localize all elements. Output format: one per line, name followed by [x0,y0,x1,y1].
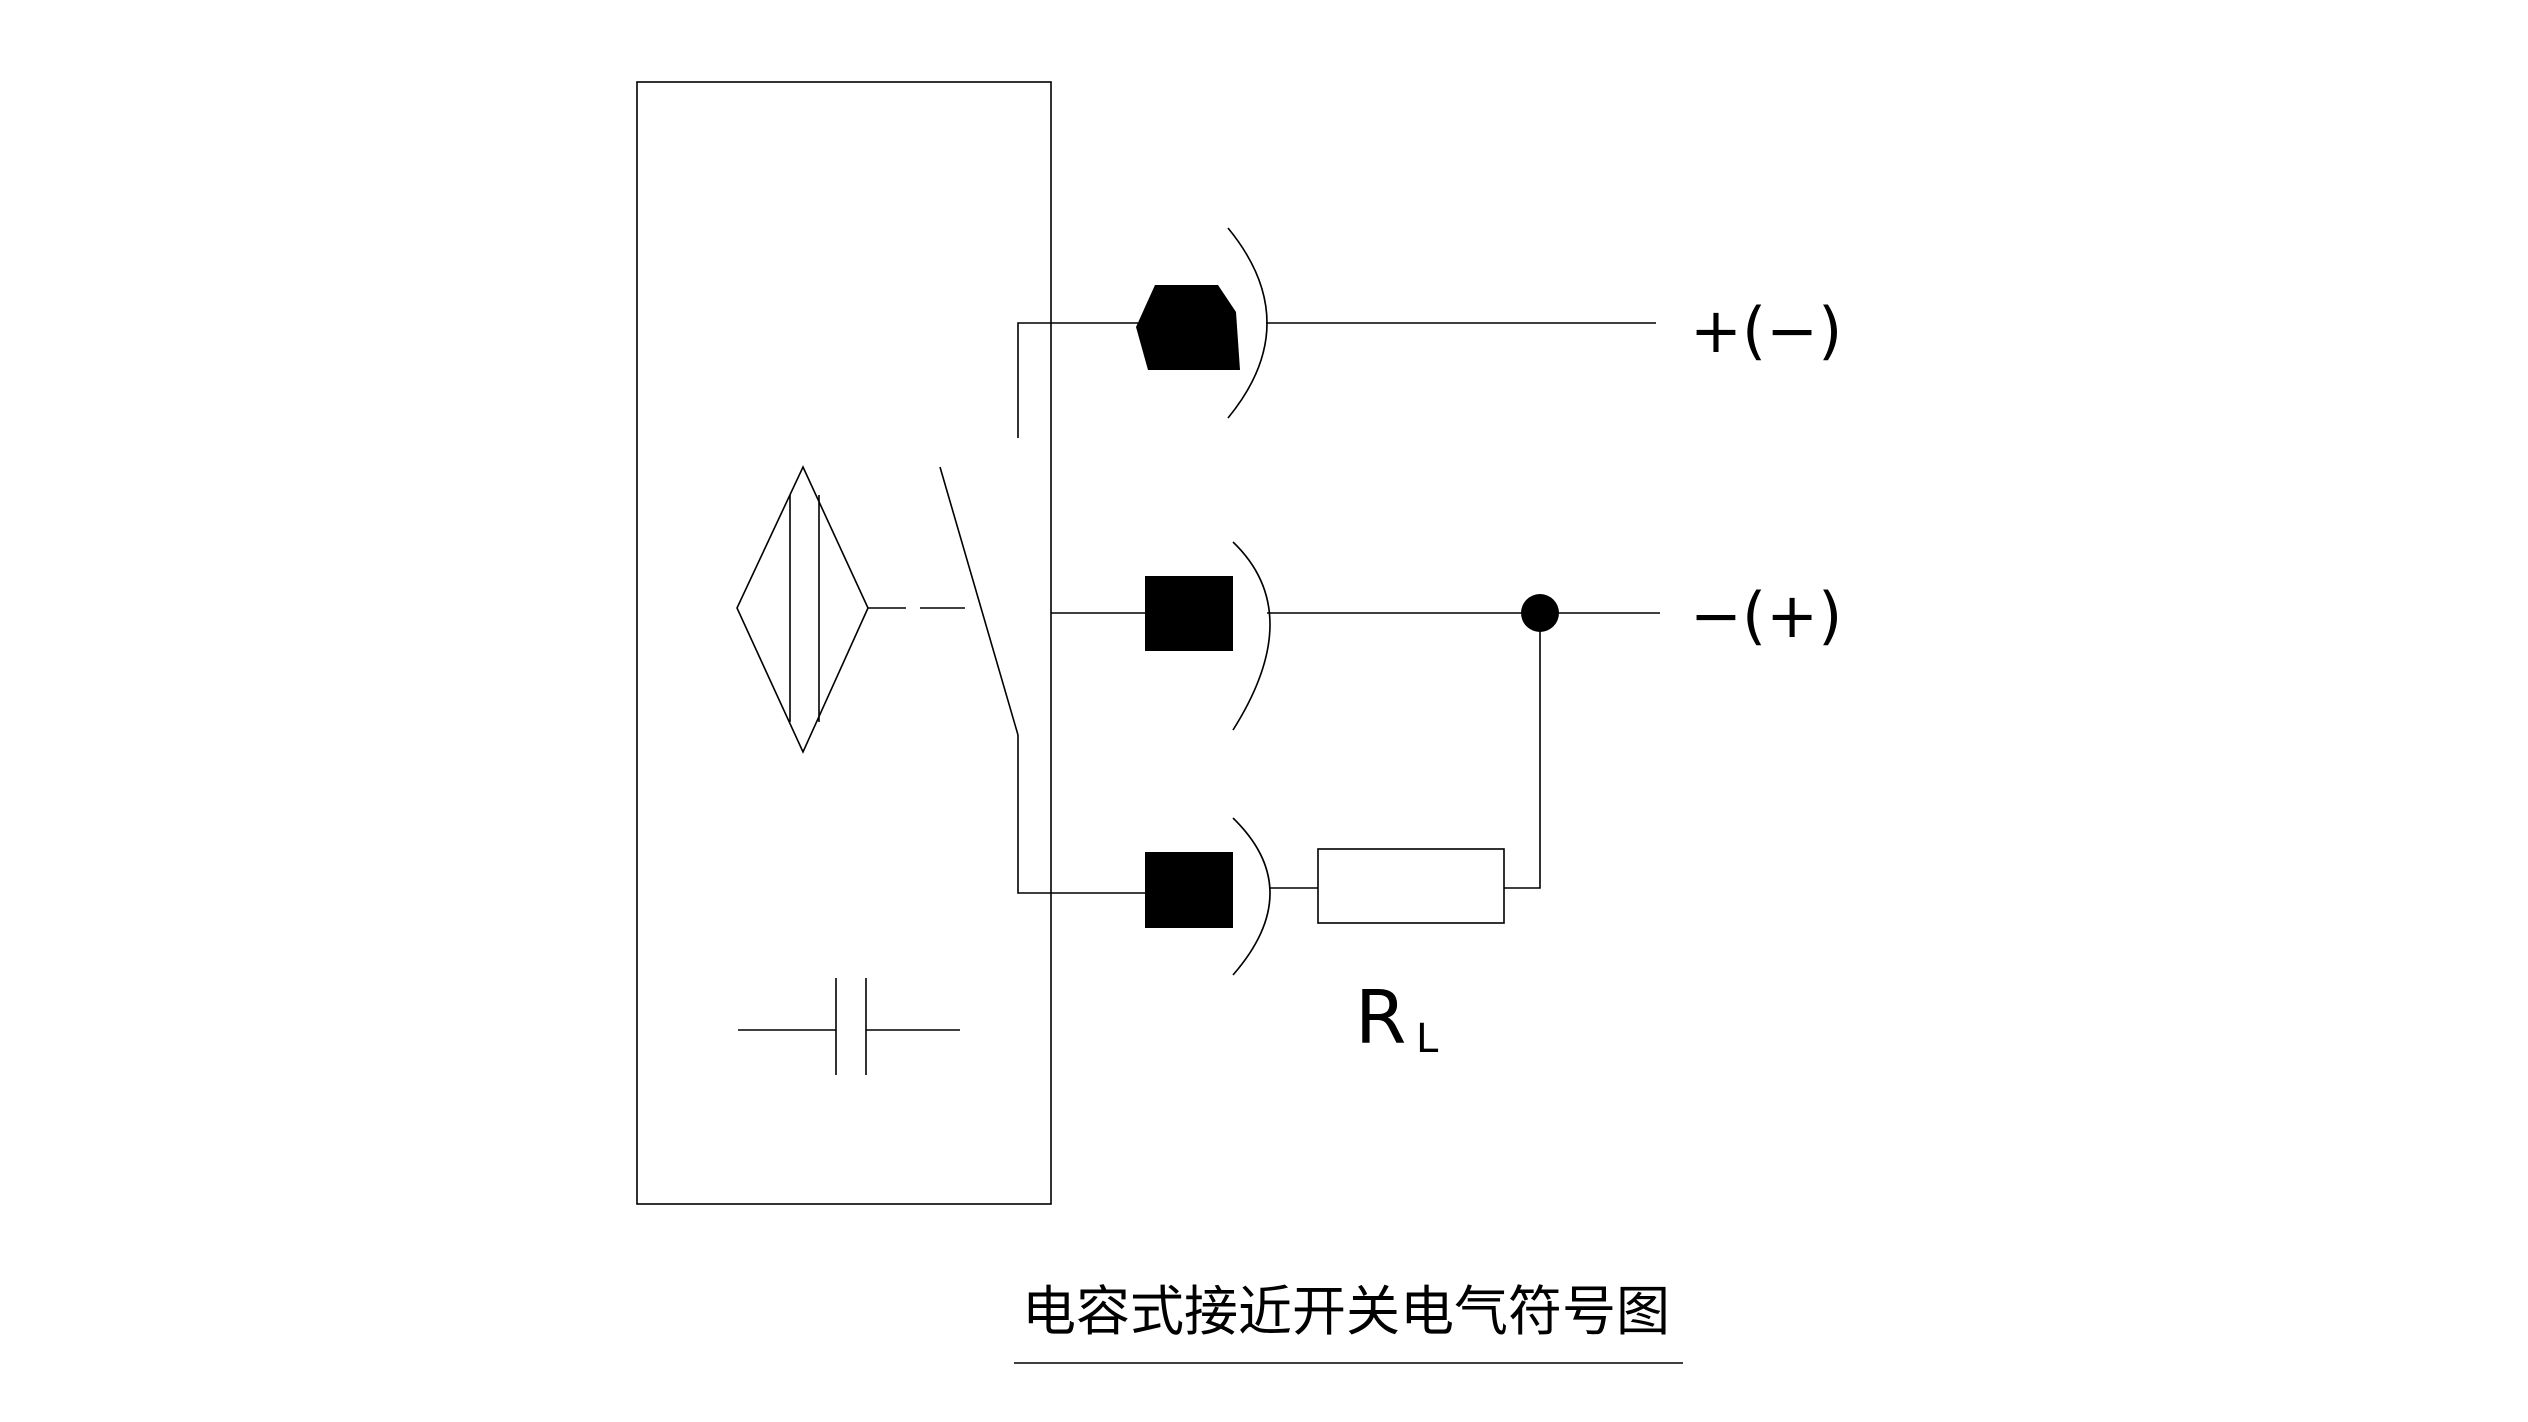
resistor-label-symbol: R [1355,975,1406,1061]
switch-contact [939,322,1145,894]
sensor-housing [636,81,1052,1205]
load-resistor [1317,848,1505,924]
terminal-label-middle: −(+) [1690,579,1842,652]
resistor-label: R [1355,975,1406,1061]
resistor-label-subscript: L [1416,1016,1439,1062]
diagram-caption: 电容式接近开关电气符号图 [1022,1280,1670,1343]
sensing-element-icon [736,465,965,754]
connector-top [1136,227,1656,419]
connector-bottom [1145,817,1505,976]
connector-middle [1145,541,1660,889]
capacitor-icon [738,978,960,1075]
terminal-label-top: +(−) [1690,294,1842,367]
